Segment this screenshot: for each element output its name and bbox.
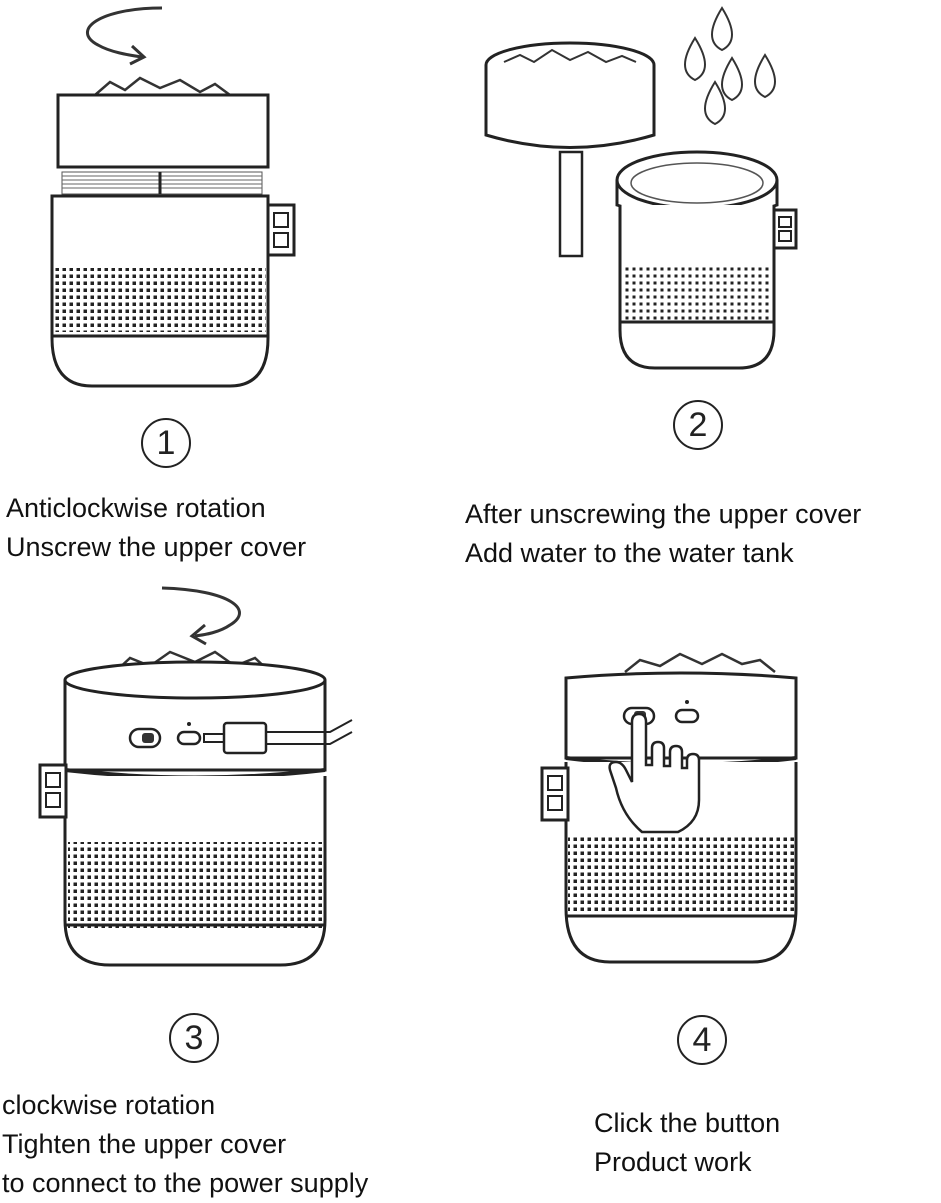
step-number-badge: 2 bbox=[673, 400, 723, 450]
step-4-illustration bbox=[530, 640, 820, 1010]
step-1-illustration bbox=[40, 0, 330, 400]
step-number-badge: 3 bbox=[169, 1013, 219, 1063]
caption-line: Product work bbox=[594, 1147, 752, 1177]
rotate-anticlockwise-arrow-icon bbox=[86, 6, 163, 66]
rotate-clockwise-arrow-icon bbox=[161, 586, 241, 646]
caption-line: Click the button bbox=[594, 1108, 781, 1138]
step-1-caption: Anticlockwise rotation Unscrew the upper… bbox=[6, 489, 306, 567]
hand-pointer-icon bbox=[608, 712, 701, 834]
caption-line: Anticlockwise rotation bbox=[6, 493, 266, 523]
step-2-caption: After unscrewing the upper cover Add wat… bbox=[465, 495, 861, 573]
caption-line: to connect to the power supply bbox=[2, 1168, 369, 1198]
step-3-illustration bbox=[30, 580, 360, 1000]
caption-line: Tighten the upper cover bbox=[2, 1129, 287, 1159]
caption-line: clockwise rotation bbox=[2, 1090, 216, 1120]
step-3-caption: clockwise rotation Tighten the upper cov… bbox=[2, 1086, 368, 1203]
step-number-badge: 1 bbox=[141, 418, 191, 468]
usb-plug-icon bbox=[203, 719, 353, 755]
caption-line: After unscrewing the upper cover bbox=[465, 499, 862, 529]
water-drop-icon bbox=[684, 6, 776, 126]
step-2-illustration bbox=[470, 0, 810, 400]
caption-line: Unscrew the upper cover bbox=[6, 532, 307, 562]
step-number-badge: 4 bbox=[677, 1015, 727, 1065]
caption-line: Add water to the water tank bbox=[465, 538, 794, 568]
step-4-caption: Click the button Product work bbox=[594, 1104, 780, 1182]
